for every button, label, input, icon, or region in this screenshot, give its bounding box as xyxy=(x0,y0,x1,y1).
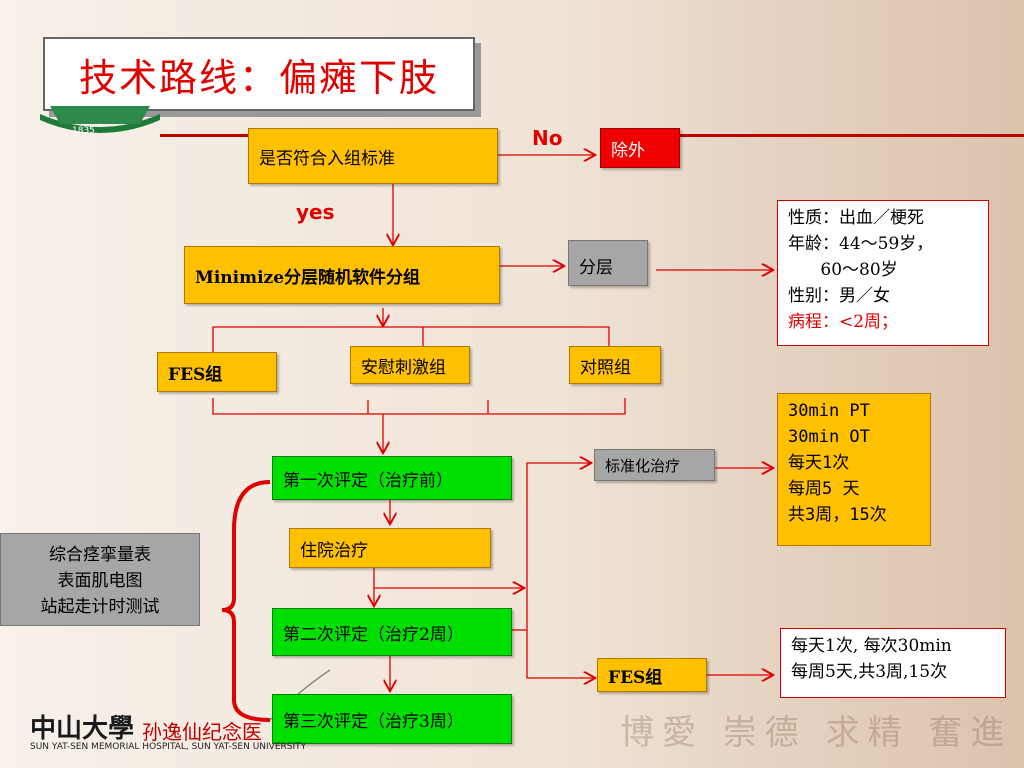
stratify-box: 分层 xyxy=(568,240,648,286)
strata-course: 病程：<2周； xyxy=(788,312,899,332)
strata-line: 60～80岁 xyxy=(788,260,898,280)
assessment-line: 站起走计时测试 xyxy=(40,597,160,617)
standard-therapy-text: 标准化治疗 xyxy=(605,456,681,475)
fes-group-box: FES组 xyxy=(157,352,277,392)
hospital-badge-logo xyxy=(40,106,160,133)
exclude-box: 除外 xyxy=(600,128,680,168)
strata-box: 性质：出血／梗死 年龄：44～59岁， 60～80岁 性别：男／女 病程：<2周… xyxy=(777,200,989,346)
strata-line: 年龄：44～59岁， xyxy=(788,234,934,254)
assessment-line: 表面肌电图 xyxy=(57,571,143,591)
header-rule-right xyxy=(680,134,1024,137)
fes-detail-box: 每天1次, 每次30min 每周5天,共3周,15次 xyxy=(780,628,1006,698)
eval2-text: 第二次评定（治疗2周） xyxy=(283,624,464,645)
fes-detail-line: 每周5天,共3周,15次 xyxy=(791,662,948,682)
slide-title: 技术路线：偏瘫下肢 xyxy=(78,55,439,100)
standard-therapy-box: 标准化治疗 xyxy=(594,449,715,481)
slide-title-box: 技术路线：偏瘫下肢 xyxy=(43,37,475,111)
hospital-treatment-text: 住院治疗 xyxy=(300,540,368,561)
fes-detail-line: 每天1次, 每次30min xyxy=(791,636,952,656)
eval1-box: 第一次评定（治疗前） xyxy=(272,456,512,500)
motto-watermark: 博愛 崇德 求精 奮進 xyxy=(620,713,1013,753)
assessment-line: 综合痉挛量表 xyxy=(49,545,151,565)
stratify-text: 分层 xyxy=(579,258,613,278)
control-text: 对照组 xyxy=(580,357,631,378)
randomize-box: Minimize分层随机软件分组 xyxy=(184,246,500,304)
standard-detail-line: 30min PT xyxy=(788,401,870,421)
strata-line: 性质：出血／梗死 xyxy=(788,208,924,228)
yes-label: yes xyxy=(296,200,335,224)
hospital-logo-cn: 孙逸仙纪念医 xyxy=(142,720,262,744)
eval3-box: 第三次评定（治疗3周） xyxy=(272,694,512,744)
fes-group2-box: FES组 xyxy=(597,658,707,692)
eval3-text: 第三次评定（治疗3周） xyxy=(283,711,464,732)
standard-detail-line: 共3周，15次 xyxy=(788,505,887,525)
strata-line: 性别：男／女 xyxy=(788,286,890,306)
standard-detail-line: 每周5 天 xyxy=(788,479,860,499)
eval2-box: 第二次评定（治疗2周） xyxy=(272,608,512,656)
placebo-box: 安慰刺激组 xyxy=(350,346,470,384)
fes-group-text: FES组 xyxy=(168,364,223,385)
criteria-box: 是否符合入组标准 xyxy=(248,128,498,184)
header-rule-left xyxy=(160,134,250,137)
criteria-text: 是否符合入组标准 xyxy=(259,148,395,169)
hospital-logo-en: SUN YAT-SEN MEMORIAL HOSPITAL, SUN YAT-S… xyxy=(30,742,307,752)
hospital-treatment-box: 住院治疗 xyxy=(289,528,491,568)
no-label: No xyxy=(532,126,563,150)
control-box: 对照组 xyxy=(569,346,661,384)
fes-group2-text: FES组 xyxy=(608,667,663,688)
badge-year: 1835 xyxy=(72,126,95,136)
exclude-text: 除外 xyxy=(611,140,645,161)
standard-detail-box: 30min PT 30min OT 每天1次 每周5 天 共3周，15次 xyxy=(777,393,931,546)
standard-detail-line: 每天1次 xyxy=(788,453,850,473)
eval1-text: 第一次评定（治疗前） xyxy=(283,470,453,491)
placebo-text: 安慰刺激组 xyxy=(361,357,446,378)
assessment-box: 综合痉挛量表 表面肌电图 站起走计时测试 xyxy=(0,533,200,626)
university-logo-cn: 中山大學 xyxy=(30,714,135,744)
standard-detail-line: 30min OT xyxy=(788,427,870,447)
randomize-text: Minimize分层随机软件分组 xyxy=(195,267,421,288)
